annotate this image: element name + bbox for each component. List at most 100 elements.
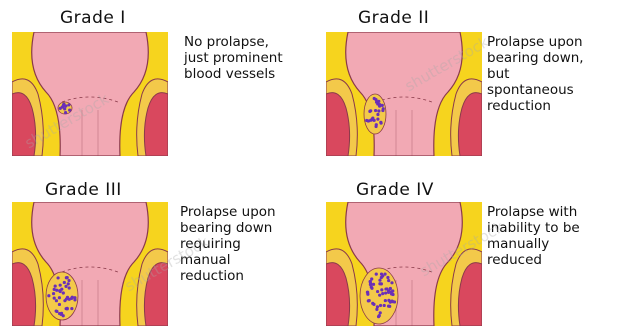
vessel-dot	[369, 109, 372, 112]
vessel-dot	[367, 119, 370, 122]
vessel-dot	[378, 294, 381, 297]
vessel-dot	[70, 297, 73, 300]
vessel-dot	[381, 109, 384, 112]
vessel-dot	[376, 113, 379, 116]
grade-4-title: Grade IV	[356, 180, 434, 200]
vessel-dot	[378, 282, 381, 285]
desc-line: No prolapse,	[184, 34, 314, 50]
vessel-dot	[366, 291, 369, 294]
vessel-dot	[63, 281, 66, 284]
grade-1-illustration	[12, 32, 168, 156]
vessel-dot	[67, 282, 70, 285]
grade-4-illustration	[326, 202, 482, 326]
vessel-dot	[375, 308, 378, 311]
vessel-dot	[47, 294, 50, 297]
vessel-dot	[379, 304, 382, 307]
vessel-dot	[376, 290, 379, 293]
vessel-dot	[375, 100, 378, 103]
vessel-dot	[375, 273, 378, 276]
vessel-dot	[55, 310, 58, 313]
vessel-dot	[390, 299, 393, 302]
vessel-dot	[384, 299, 387, 302]
vessel-dot	[56, 276, 59, 279]
vessel-dot	[390, 281, 393, 284]
vessel-dot	[367, 299, 370, 302]
grade-3-illustration	[12, 202, 168, 326]
vessel-dot	[68, 286, 71, 289]
vessel-dot	[52, 292, 55, 295]
vessel-dot	[68, 109, 71, 112]
vessel-dot	[378, 279, 381, 282]
vessel-dot	[381, 104, 384, 107]
vessel-dot	[374, 125, 377, 128]
grade-4-description: Prolapse with inability to be manually r…	[487, 204, 615, 268]
vessel-dot	[387, 291, 390, 294]
grade-2-description: Prolapse upon bearing down, but spontane…	[487, 34, 615, 114]
vessel-dot	[64, 104, 67, 107]
vessel-dot	[65, 297, 68, 300]
vessel-dot	[380, 288, 383, 291]
vessel-dot	[65, 276, 68, 279]
vessel-dot	[66, 307, 69, 310]
vessel-dot	[73, 298, 76, 301]
vessel-dot	[58, 303, 61, 306]
vessel-dot	[381, 292, 384, 295]
desc-line: Prolapse upon	[180, 204, 314, 220]
vessel-dot	[380, 276, 383, 279]
desc-line: spontaneous	[487, 82, 615, 98]
vessel-dot	[391, 289, 394, 292]
desc-line: requiring	[180, 236, 314, 252]
vessel-dot	[58, 312, 61, 315]
vessel-dot	[373, 119, 376, 122]
vessel-dot	[58, 296, 61, 299]
vessel-dot	[379, 311, 382, 314]
desc-line: reduction	[180, 268, 314, 284]
vessel-dot	[70, 307, 73, 310]
vessel-dot	[370, 285, 373, 288]
vessel-dot	[376, 118, 379, 121]
desc-line: reduction	[487, 98, 615, 114]
desc-line: reduced	[487, 252, 615, 268]
vessel-dot	[372, 283, 375, 286]
vessel-dot	[386, 276, 389, 279]
vessel-dot	[390, 292, 393, 295]
desc-line: blood vessels	[184, 66, 314, 82]
vessel-dot	[383, 304, 386, 307]
vessel-dot	[64, 285, 67, 288]
desc-line: bearing down	[180, 220, 314, 236]
grade-1-title: Grade I	[60, 8, 126, 28]
vessel-dot	[387, 279, 390, 282]
desc-line: but	[487, 66, 615, 82]
vessel-dot	[59, 284, 62, 287]
vessel-dot	[55, 289, 58, 292]
grade-3-description: Prolapse upon bearing down requiring man…	[180, 204, 314, 284]
desc-line: just prominent	[184, 50, 314, 66]
desc-line: bearing down,	[487, 50, 615, 66]
vessel-dot	[374, 109, 377, 112]
vessel-dot	[54, 284, 57, 287]
vessel-dot	[379, 121, 382, 124]
desc-line: inability to be	[487, 220, 615, 236]
vessel-dot	[62, 314, 65, 317]
vessel-dot	[384, 287, 387, 290]
vessel-dot	[55, 299, 58, 302]
vessel-dot	[371, 302, 374, 305]
grade-3-title: Grade III	[45, 180, 122, 200]
desc-line: Prolapse with	[487, 204, 615, 220]
vessel-dot	[377, 109, 380, 112]
desc-line: manually	[487, 236, 615, 252]
vessel-dot	[53, 297, 56, 300]
vessel-dot	[370, 277, 373, 280]
desc-line: manual	[180, 252, 314, 268]
vessel-dot	[389, 287, 392, 290]
vessel-dot	[67, 279, 70, 282]
vessel-dot	[61, 106, 64, 109]
grade-1-description: No prolapse, just prominent blood vessel…	[184, 34, 314, 82]
vessel-dot	[387, 305, 390, 308]
vessel-dot	[67, 103, 70, 106]
desc-line: Prolapse upon	[487, 34, 615, 50]
vessel-dot	[384, 291, 387, 294]
vessel-dot	[58, 289, 61, 292]
vessel-dot	[378, 314, 381, 317]
vessel-dot	[64, 111, 67, 114]
